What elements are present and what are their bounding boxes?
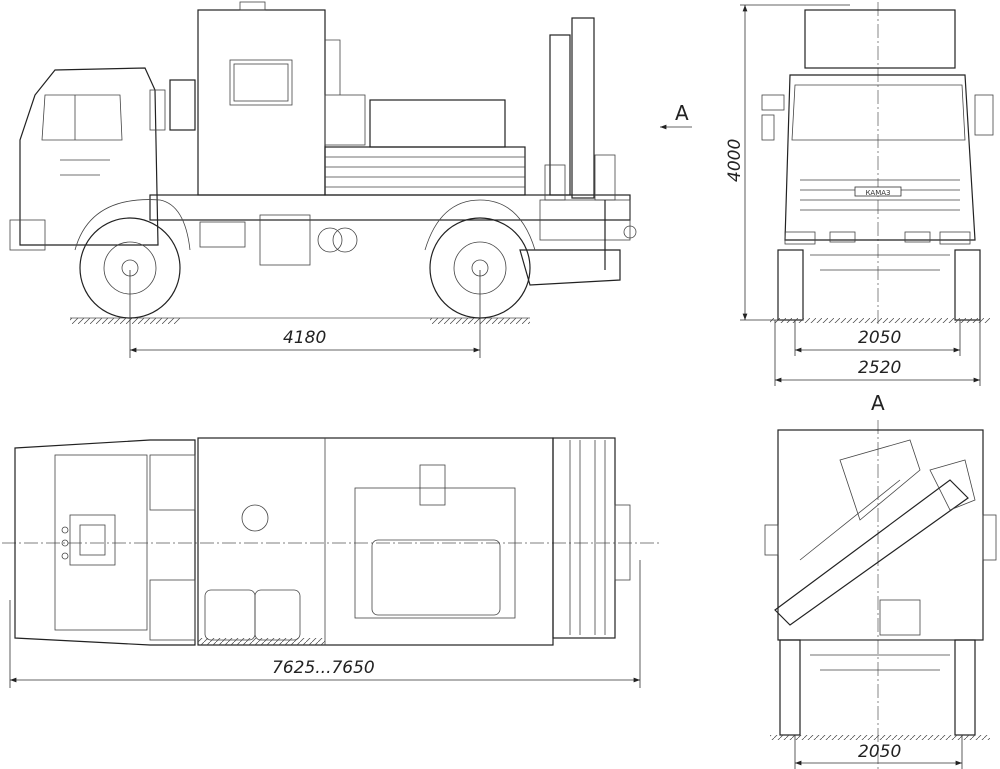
cab-top — [14, 439, 196, 646]
loader-crane — [539, 17, 637, 270]
view-a-marker: A — [660, 101, 692, 130]
front-track-dimension: 2050 — [858, 328, 901, 348]
top-view: 7625...7650 — [2, 437, 660, 688]
body-top — [197, 437, 554, 646]
overall-width-dimension: 2520 — [858, 358, 901, 378]
truck-cab — [9, 67, 166, 251]
folded-crane — [774, 439, 976, 636]
grille: КАМАЗ — [800, 179, 960, 211]
rear-track-dimension: 2050 — [858, 742, 901, 762]
equipment-box — [169, 1, 366, 196]
height-dimension: 4000 — [725, 139, 745, 182]
kamaz-logo: КАМАЗ — [865, 189, 891, 197]
overall-length-dimension: 7625...7650 — [272, 658, 375, 678]
cargo-platform — [324, 99, 526, 196]
view-a-label: A — [675, 101, 689, 125]
view-a-title: A — [871, 391, 885, 415]
crane-top — [552, 437, 631, 639]
side-view: 4180 A — [9, 1, 692, 358]
wheelbase-dimension: 4180 — [283, 328, 326, 348]
rear-view: A 2050 — [764, 391, 997, 769]
front-view: КАМАЗ 4000 2050 2520 — [725, 2, 994, 386]
